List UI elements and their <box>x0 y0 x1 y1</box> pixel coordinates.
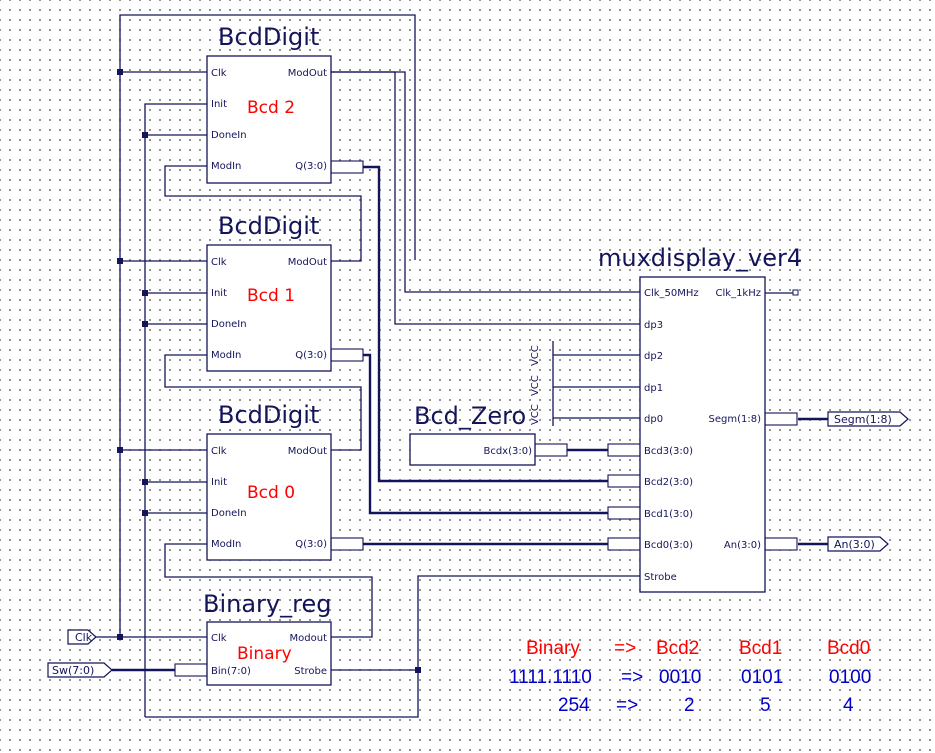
vcc-label: VCC <box>530 404 541 425</box>
pin-dp3: dp3 <box>644 320 663 331</box>
table-cell: => <box>621 667 643 688</box>
instance-label: Bcd 2 <box>247 98 295 118</box>
table-cell: => <box>616 695 638 716</box>
table-cell: 0101 <box>741 667 783 688</box>
pin-bcd1: Bcd1(3:0) <box>644 509 693 520</box>
strobe-loop-wire <box>145 670 419 718</box>
muxdisplay-block[interactable]: muxdisplay_ver4 Clk_50MHz Clk_1kHz dp3 d… <box>598 244 802 593</box>
port-sw[interactable]: Sw(7:0) <box>47 662 113 678</box>
table-header-bcd1: Bcd1 <box>739 638 782 659</box>
pin-donein: DoneIn <box>211 319 247 330</box>
table-cell: 1111.1110 <box>509 667 592 688</box>
block-title: BcdDigit <box>218 401 319 429</box>
pin-dp2: dp2 <box>644 351 663 362</box>
pin-bcd3: Bcd3(3:0) <box>644 446 693 457</box>
pin-segm: Segm(1:8) <box>709 414 762 425</box>
block-title: Binary_reg <box>203 590 331 618</box>
pin-clk: Clk <box>211 257 227 268</box>
pin-dp0: dp0 <box>644 414 663 425</box>
modout2-clk50-wire <box>331 71 640 293</box>
instance-label: Bcd 1 <box>247 286 295 306</box>
bus-stubs <box>174 160 798 677</box>
pin-modin: ModIn <box>211 350 241 361</box>
table-cell: 2 <box>684 695 695 716</box>
modout2-dp3-wire <box>331 71 640 325</box>
vcc-label: VCC <box>530 375 541 396</box>
port-label: Sw(7:0) <box>52 664 94 677</box>
pin-bcd2: Bcd2(3:0) <box>644 477 693 488</box>
table-cell: 254 <box>558 695 590 716</box>
done-init-branches <box>145 134 207 514</box>
pin-clk50: Clk_50MHz <box>644 288 699 299</box>
instance-label: Binary <box>237 644 292 664</box>
pin-q: Q(3:0) <box>295 161 327 172</box>
pin-bcd0: Bcd0(3:0) <box>644 540 693 551</box>
bcd1-bus <box>363 353 640 515</box>
pin-modin: ModIn <box>211 539 241 550</box>
vcc-label: VCC <box>530 345 541 366</box>
port-label: Segm(1:8) <box>834 413 892 426</box>
port-label: An(3:0) <box>834 538 875 551</box>
clk-branches <box>120 71 207 638</box>
table-header-arrow: => <box>614 638 636 659</box>
block-title: muxdisplay_ver4 <box>598 244 802 272</box>
mod-chain-0 <box>164 543 373 638</box>
pin-modout: Modout <box>290 633 328 644</box>
clk-top-wire <box>119 14 416 637</box>
conversion-table: Binary => Bcd2 Bcd1 Bcd0 1111.1110 => 00… <box>509 638 871 716</box>
wires <box>93 14 793 718</box>
instance-label: Bcd 0 <box>247 483 295 503</box>
pin-modout: ModOut <box>288 68 327 79</box>
pin-donein: DoneIn <box>211 130 247 141</box>
pin-clk1k: Clk_1kHz <box>716 288 761 299</box>
block-title: BcdDigit <box>218 23 319 51</box>
pin-clk: Clk <box>211 633 227 644</box>
block-title: Bcd_Zero <box>414 402 526 430</box>
mod-chain-1 <box>164 354 362 451</box>
binary-reg-block[interactable]: Binary_reg Binary Clk Bin(7:0) Modout St… <box>203 590 332 686</box>
pin-clk: Clk <box>211 446 227 457</box>
vcc-labels: VCC VCC VCC <box>530 345 541 425</box>
table-cell: 0100 <box>829 667 871 688</box>
table-cell: 5 <box>760 695 771 716</box>
port-segm[interactable]: Segm(1:8) <box>827 411 909 427</box>
table-header-bcd2: Bcd2 <box>656 638 699 659</box>
port-clk[interactable]: Clk <box>67 629 97 645</box>
mod-chain-2 <box>164 165 362 262</box>
strobe-wire <box>331 575 640 671</box>
table-header-binary: Binary <box>526 638 580 659</box>
table-header-bcd0: Bcd0 <box>827 638 870 659</box>
pin-donein: DoneIn <box>211 508 247 519</box>
pin-dp1: dp1 <box>644 383 663 394</box>
pin-init: Init <box>211 99 227 110</box>
pin-modout: ModOut <box>288 257 327 268</box>
block-title: BcdDigit <box>218 212 319 240</box>
table-cell: 4 <box>843 695 854 716</box>
bcd-digit-0-block[interactable]: BcdDigit Bcd 0 Clk Init DoneIn ModIn Mod… <box>206 401 332 561</box>
pin-init: Init <box>211 477 227 488</box>
pin-an: An(3:0) <box>724 540 761 551</box>
port-an[interactable]: An(3:0) <box>827 536 889 552</box>
pin-modout: ModOut <box>288 446 327 457</box>
bcd-zero-block[interactable]: Bcd_Zero Bcdx(3:0) <box>409 402 536 466</box>
bcd2-bus <box>363 165 640 483</box>
pin-q: Q(3:0) <box>295 350 327 361</box>
pin-modin: ModIn <box>211 161 241 172</box>
table-cell: 0010 <box>659 667 701 688</box>
vcc-dp-wires <box>553 354 640 419</box>
pin-init: Init <box>211 288 227 299</box>
pin-bcdx: Bcdx(3:0) <box>483 446 532 457</box>
pin-q: Q(3:0) <box>295 539 327 550</box>
pin-clk: Clk <box>211 68 227 79</box>
junctions <box>117 69 799 673</box>
pin-strobe: Strobe <box>644 572 677 583</box>
pin-bin: Bin(7:0) <box>211 666 251 677</box>
bcd-digit-2-block[interactable]: BcdDigit Bcd 2 Clk Init DoneIn ModIn Mod… <box>206 23 332 184</box>
bcd-digit-1-block[interactable]: BcdDigit Bcd 1 Clk Init DoneIn ModIn Mod… <box>206 212 332 372</box>
pin-strobe: Strobe <box>294 666 327 677</box>
port-label: Clk <box>75 631 93 644</box>
